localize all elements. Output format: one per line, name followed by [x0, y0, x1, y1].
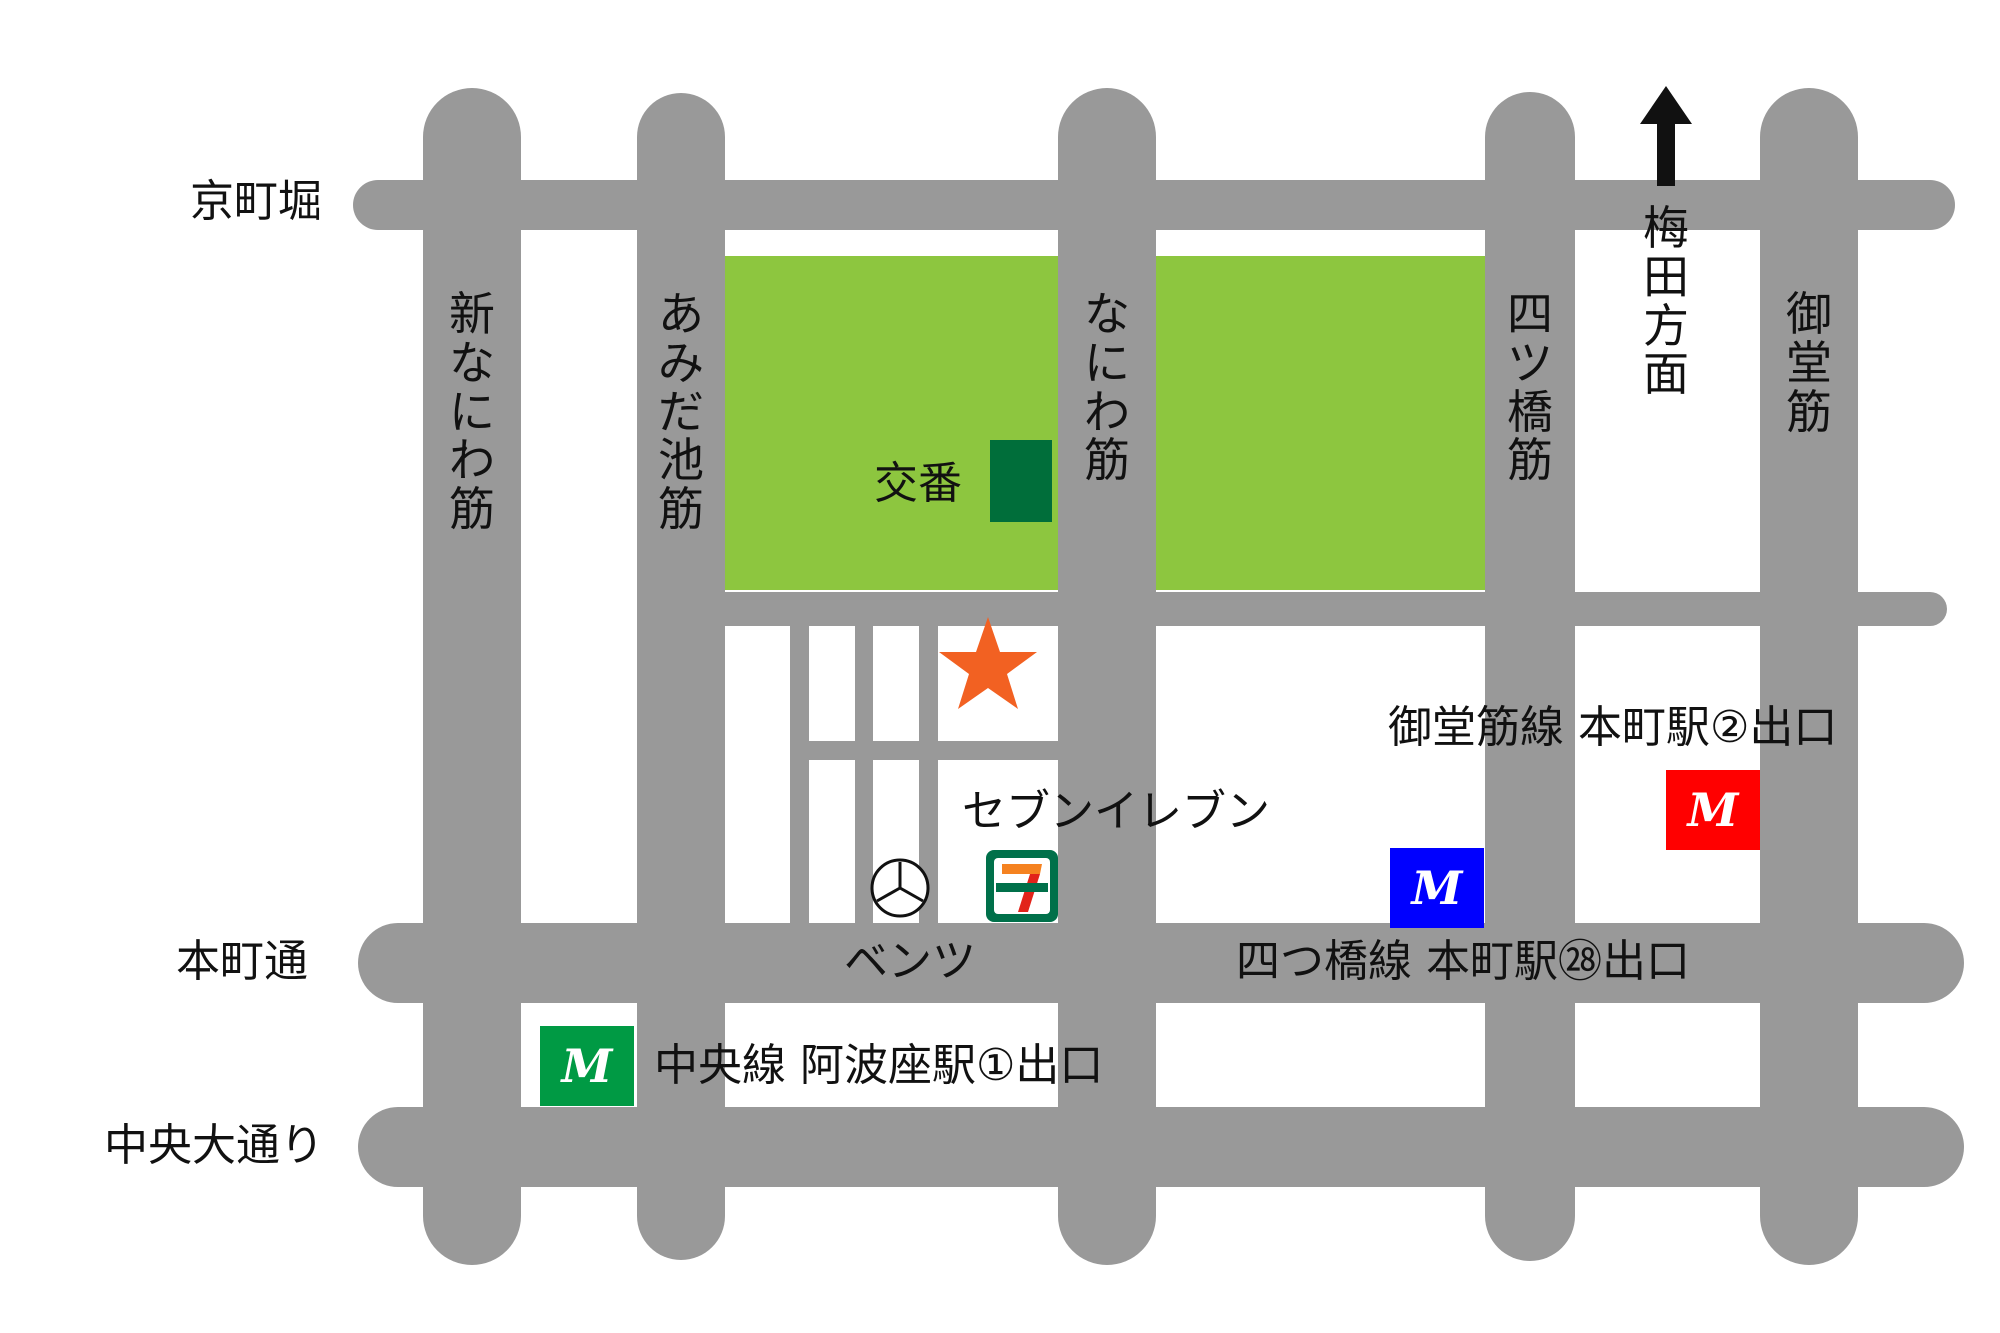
road-label-kyomachibori: 京町堀	[190, 176, 322, 227]
block	[873, 626, 919, 741]
seven-eleven-label: セブンイレブン	[962, 786, 1270, 837]
koban-label: 交番	[874, 458, 962, 509]
destination-star-icon	[939, 617, 1037, 709]
park-west	[725, 256, 1058, 590]
mercedes-logo-icon	[870, 858, 930, 918]
yotsubashi-station-label: 四つ橋線 本町駅㉘出口	[1236, 936, 1690, 987]
road-label-honmachi-dori: 本町通	[176, 936, 308, 987]
road-label-amidaike-suji: あみだ池筋	[658, 287, 704, 536]
block	[809, 760, 855, 923]
chuo-metro-icon: M	[540, 1026, 634, 1106]
direction-label: 梅田方面	[1643, 201, 1689, 402]
road-label-yotsubashi-suji: 四ツ橋筋	[1507, 287, 1553, 488]
yotsubashi-metro-icon: M	[1390, 848, 1484, 928]
midosuji-metro-icon: M	[1666, 770, 1760, 850]
chuo-station-label: 中央線 阿波座駅①出口	[654, 1040, 1104, 1091]
koban-box	[990, 440, 1052, 522]
midosuji-station-label: 御堂筋線 本町駅②出口	[1388, 702, 1838, 753]
mercedes-label: ベンツ	[844, 936, 976, 987]
block	[725, 626, 790, 923]
north-arrow-icon	[1640, 86, 1692, 186]
road-label-chuo-odori: 中央大通り	[104, 1120, 324, 1171]
road-label-midosuji: 御堂筋	[1786, 287, 1832, 439]
block	[809, 626, 855, 741]
road-label-naniwa-suji: なにわ筋	[1084, 287, 1130, 488]
road-label-shin-naniwa-suji: 新なにわ筋	[449, 287, 495, 536]
road-middle-band	[725, 592, 1485, 626]
seven-eleven-logo-icon	[986, 850, 1058, 922]
park-east	[1156, 256, 1485, 590]
